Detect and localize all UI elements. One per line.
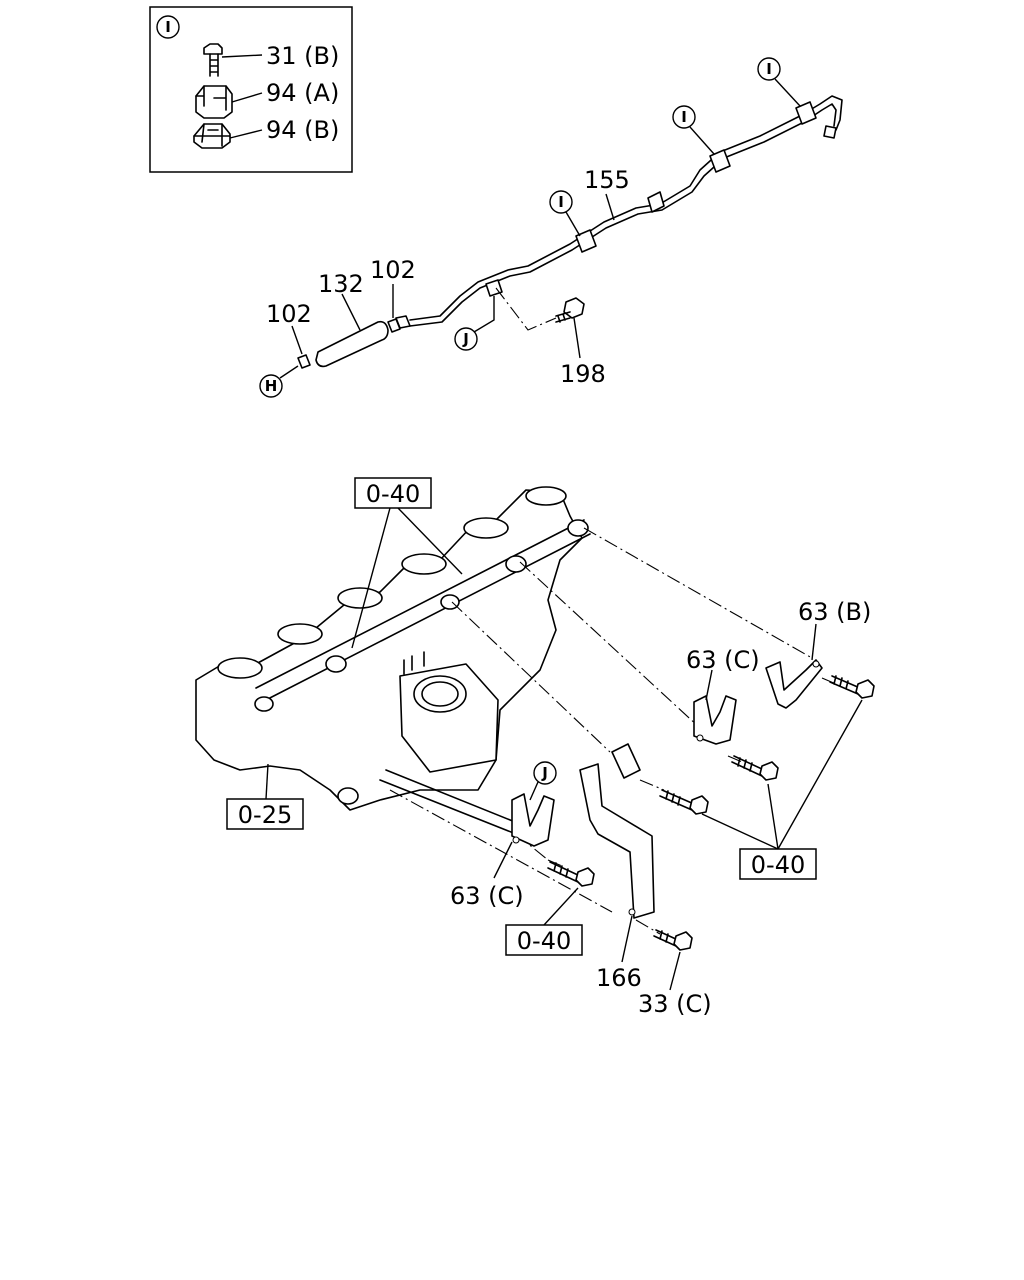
leader-33c bbox=[669, 951, 681, 991]
intake-manifold bbox=[195, 486, 591, 835]
dash-198 bbox=[495, 287, 557, 331]
pipe-155 bbox=[409, 95, 843, 321]
svg-text:0-40: 0-40 bbox=[517, 927, 571, 955]
bolt-166-icon bbox=[659, 789, 709, 815]
label-166: 166 bbox=[596, 964, 642, 992]
label-94b: 94 (B) bbox=[266, 116, 339, 144]
leader-132 bbox=[341, 293, 361, 331]
inset-marker-circle bbox=[156, 15, 180, 39]
ref-box-0-40-top: 0-40 bbox=[351, 477, 463, 649]
label-198: 198 bbox=[560, 360, 606, 388]
leader-63b bbox=[811, 623, 817, 661]
svg-text:H: H bbox=[265, 377, 278, 395]
marker-i-1: I bbox=[549, 190, 581, 237]
clip-102-right-icon bbox=[387, 318, 401, 333]
clamp-94a-icon bbox=[195, 85, 233, 119]
svg-text:I: I bbox=[558, 193, 564, 211]
fuel-rail bbox=[255, 519, 591, 703]
bolt-63b-icon bbox=[829, 675, 875, 699]
leader-102-left bbox=[291, 325, 303, 355]
label-132: 132 bbox=[318, 270, 364, 298]
bolt-33c-icon bbox=[653, 929, 693, 951]
leader-31b bbox=[221, 54, 263, 58]
leader-94b bbox=[229, 129, 263, 139]
svg-text:0-40: 0-40 bbox=[751, 851, 805, 879]
label-94a: 94 (A) bbox=[266, 79, 339, 107]
bracket-63c-upper-icon bbox=[693, 695, 737, 745]
marker-j-lower: J bbox=[529, 761, 557, 801]
label-63c-lower: 63 (C) bbox=[450, 882, 524, 910]
lower-rail bbox=[379, 769, 521, 835]
bracket-63b-icon bbox=[765, 659, 823, 709]
leader-63c-upper bbox=[705, 669, 713, 701]
marker-j-upper: J bbox=[454, 296, 495, 351]
svg-text:I: I bbox=[766, 60, 772, 78]
clamp-94b-icon bbox=[193, 123, 231, 149]
leader-94a bbox=[231, 92, 263, 103]
pipe-assembly: I I I 155 J 198 bbox=[259, 57, 843, 398]
label-63c-upper: 63 (C) bbox=[686, 646, 760, 674]
marker-i-2: I bbox=[672, 105, 715, 155]
pipe-end-fitting bbox=[823, 125, 837, 139]
bolt-63c-lower-icon bbox=[547, 861, 595, 887]
runner-ports bbox=[217, 486, 567, 679]
svg-text:0-40: 0-40 bbox=[366, 480, 420, 508]
ref-box-0-25: 0-25 bbox=[226, 763, 304, 830]
clamp-1 bbox=[575, 229, 597, 253]
inset-marker-label: I bbox=[165, 18, 171, 36]
inset-frame bbox=[149, 6, 353, 173]
label-102-left: 102 bbox=[266, 300, 312, 328]
clamp-j bbox=[485, 279, 503, 297]
bracket-166-icon bbox=[579, 743, 655, 919]
clip-102-left-icon bbox=[297, 354, 311, 369]
svg-text:J: J bbox=[541, 764, 548, 782]
svg-text:I: I bbox=[681, 108, 687, 126]
detail-inset: I 31 (B) 94 (A) 94 (B) bbox=[149, 6, 353, 173]
bolt-198-icon bbox=[555, 297, 585, 323]
label-102-right: 102 bbox=[370, 256, 416, 284]
label-31b: 31 (B) bbox=[266, 42, 339, 70]
label-33c: 33 (C) bbox=[638, 990, 712, 1018]
ref-box-0-40-bottom: 0-40 bbox=[505, 887, 583, 956]
clamp-3 bbox=[795, 101, 817, 125]
svg-text:0-25: 0-25 bbox=[238, 801, 292, 829]
label-155: 155 bbox=[584, 166, 630, 194]
leader-155 bbox=[605, 193, 615, 221]
leader-198 bbox=[573, 317, 581, 359]
clamp-2 bbox=[709, 149, 731, 173]
leader-63c-lower bbox=[493, 841, 513, 879]
bracket-63c-lower-icon bbox=[511, 793, 555, 847]
hose-132-icon bbox=[315, 320, 389, 368]
svg-text:J: J bbox=[462, 330, 469, 348]
bolt-31b-icon bbox=[203, 43, 223, 77]
ref-box-0-40-right: 0-40 bbox=[701, 699, 863, 880]
leader-166 bbox=[621, 915, 633, 963]
bolt-63c-upper-icon bbox=[731, 755, 779, 781]
marker-h: H bbox=[259, 365, 299, 398]
label-63b: 63 (B) bbox=[798, 598, 871, 626]
pipe-bracket bbox=[647, 191, 665, 213]
marker-i-3: I bbox=[757, 57, 801, 107]
